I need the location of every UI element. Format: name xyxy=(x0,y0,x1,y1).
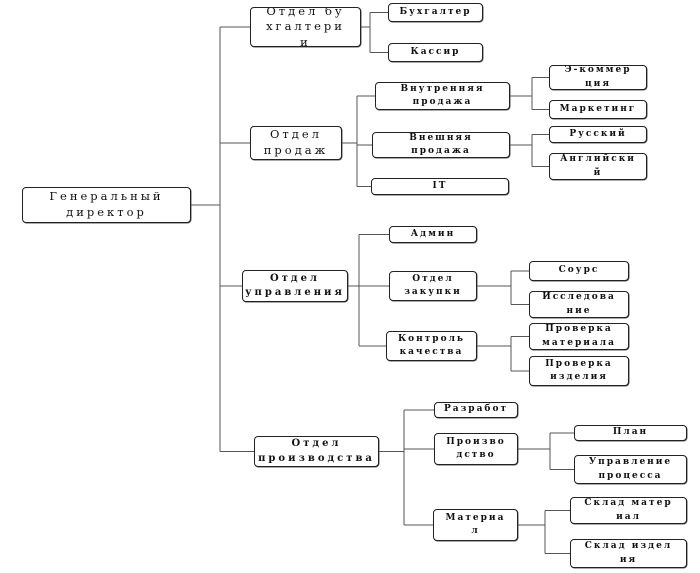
node-materials: Материа л xyxy=(433,509,518,541)
node-sourcing: Соурс xyxy=(529,261,629,281)
node-cashier: Кассир xyxy=(388,43,483,62)
node-it: IT xyxy=(371,178,509,195)
node-e-commerce: Э-коммер ция xyxy=(549,65,647,90)
node-sales-dept: Отдел продаж xyxy=(250,126,342,160)
node-quality-control: Контроль качества xyxy=(386,331,477,361)
node-admin: Админ xyxy=(389,226,477,243)
node-marketing: Маркетинг xyxy=(549,100,647,119)
node-planning: План xyxy=(574,425,687,441)
node-production: Произво дство xyxy=(434,433,518,465)
node-products-warehouse: Склад издел ия xyxy=(570,539,687,568)
node-research: Исследова ние xyxy=(529,291,629,318)
node-general-director: Генеральный директор xyxy=(22,187,191,223)
node-procurement-dept: Отдел закупки xyxy=(389,271,477,301)
node-accounting-dept: Отдел бу хгалтери и xyxy=(250,7,361,47)
node-material-inspection: Проверка материала xyxy=(529,323,629,350)
node-management-dept: Отдел управления xyxy=(242,270,348,302)
node-production-dept: Отдел производства xyxy=(254,436,379,467)
node-development: Разработ xyxy=(434,402,518,418)
node-materials-warehouse: Склад матер иал xyxy=(570,497,687,524)
node-accountant: Бухгалтер xyxy=(388,3,483,22)
node-domestic-sales: Внутренняя продажа xyxy=(375,82,510,110)
node-process-management: Управление процесса xyxy=(574,455,687,484)
node-foreign-sales: Внешняя продажа xyxy=(372,132,510,158)
node-english: Английски й xyxy=(549,153,647,180)
node-product-inspection: Проверка изделия xyxy=(529,356,629,386)
node-russian: Русский xyxy=(549,126,647,143)
